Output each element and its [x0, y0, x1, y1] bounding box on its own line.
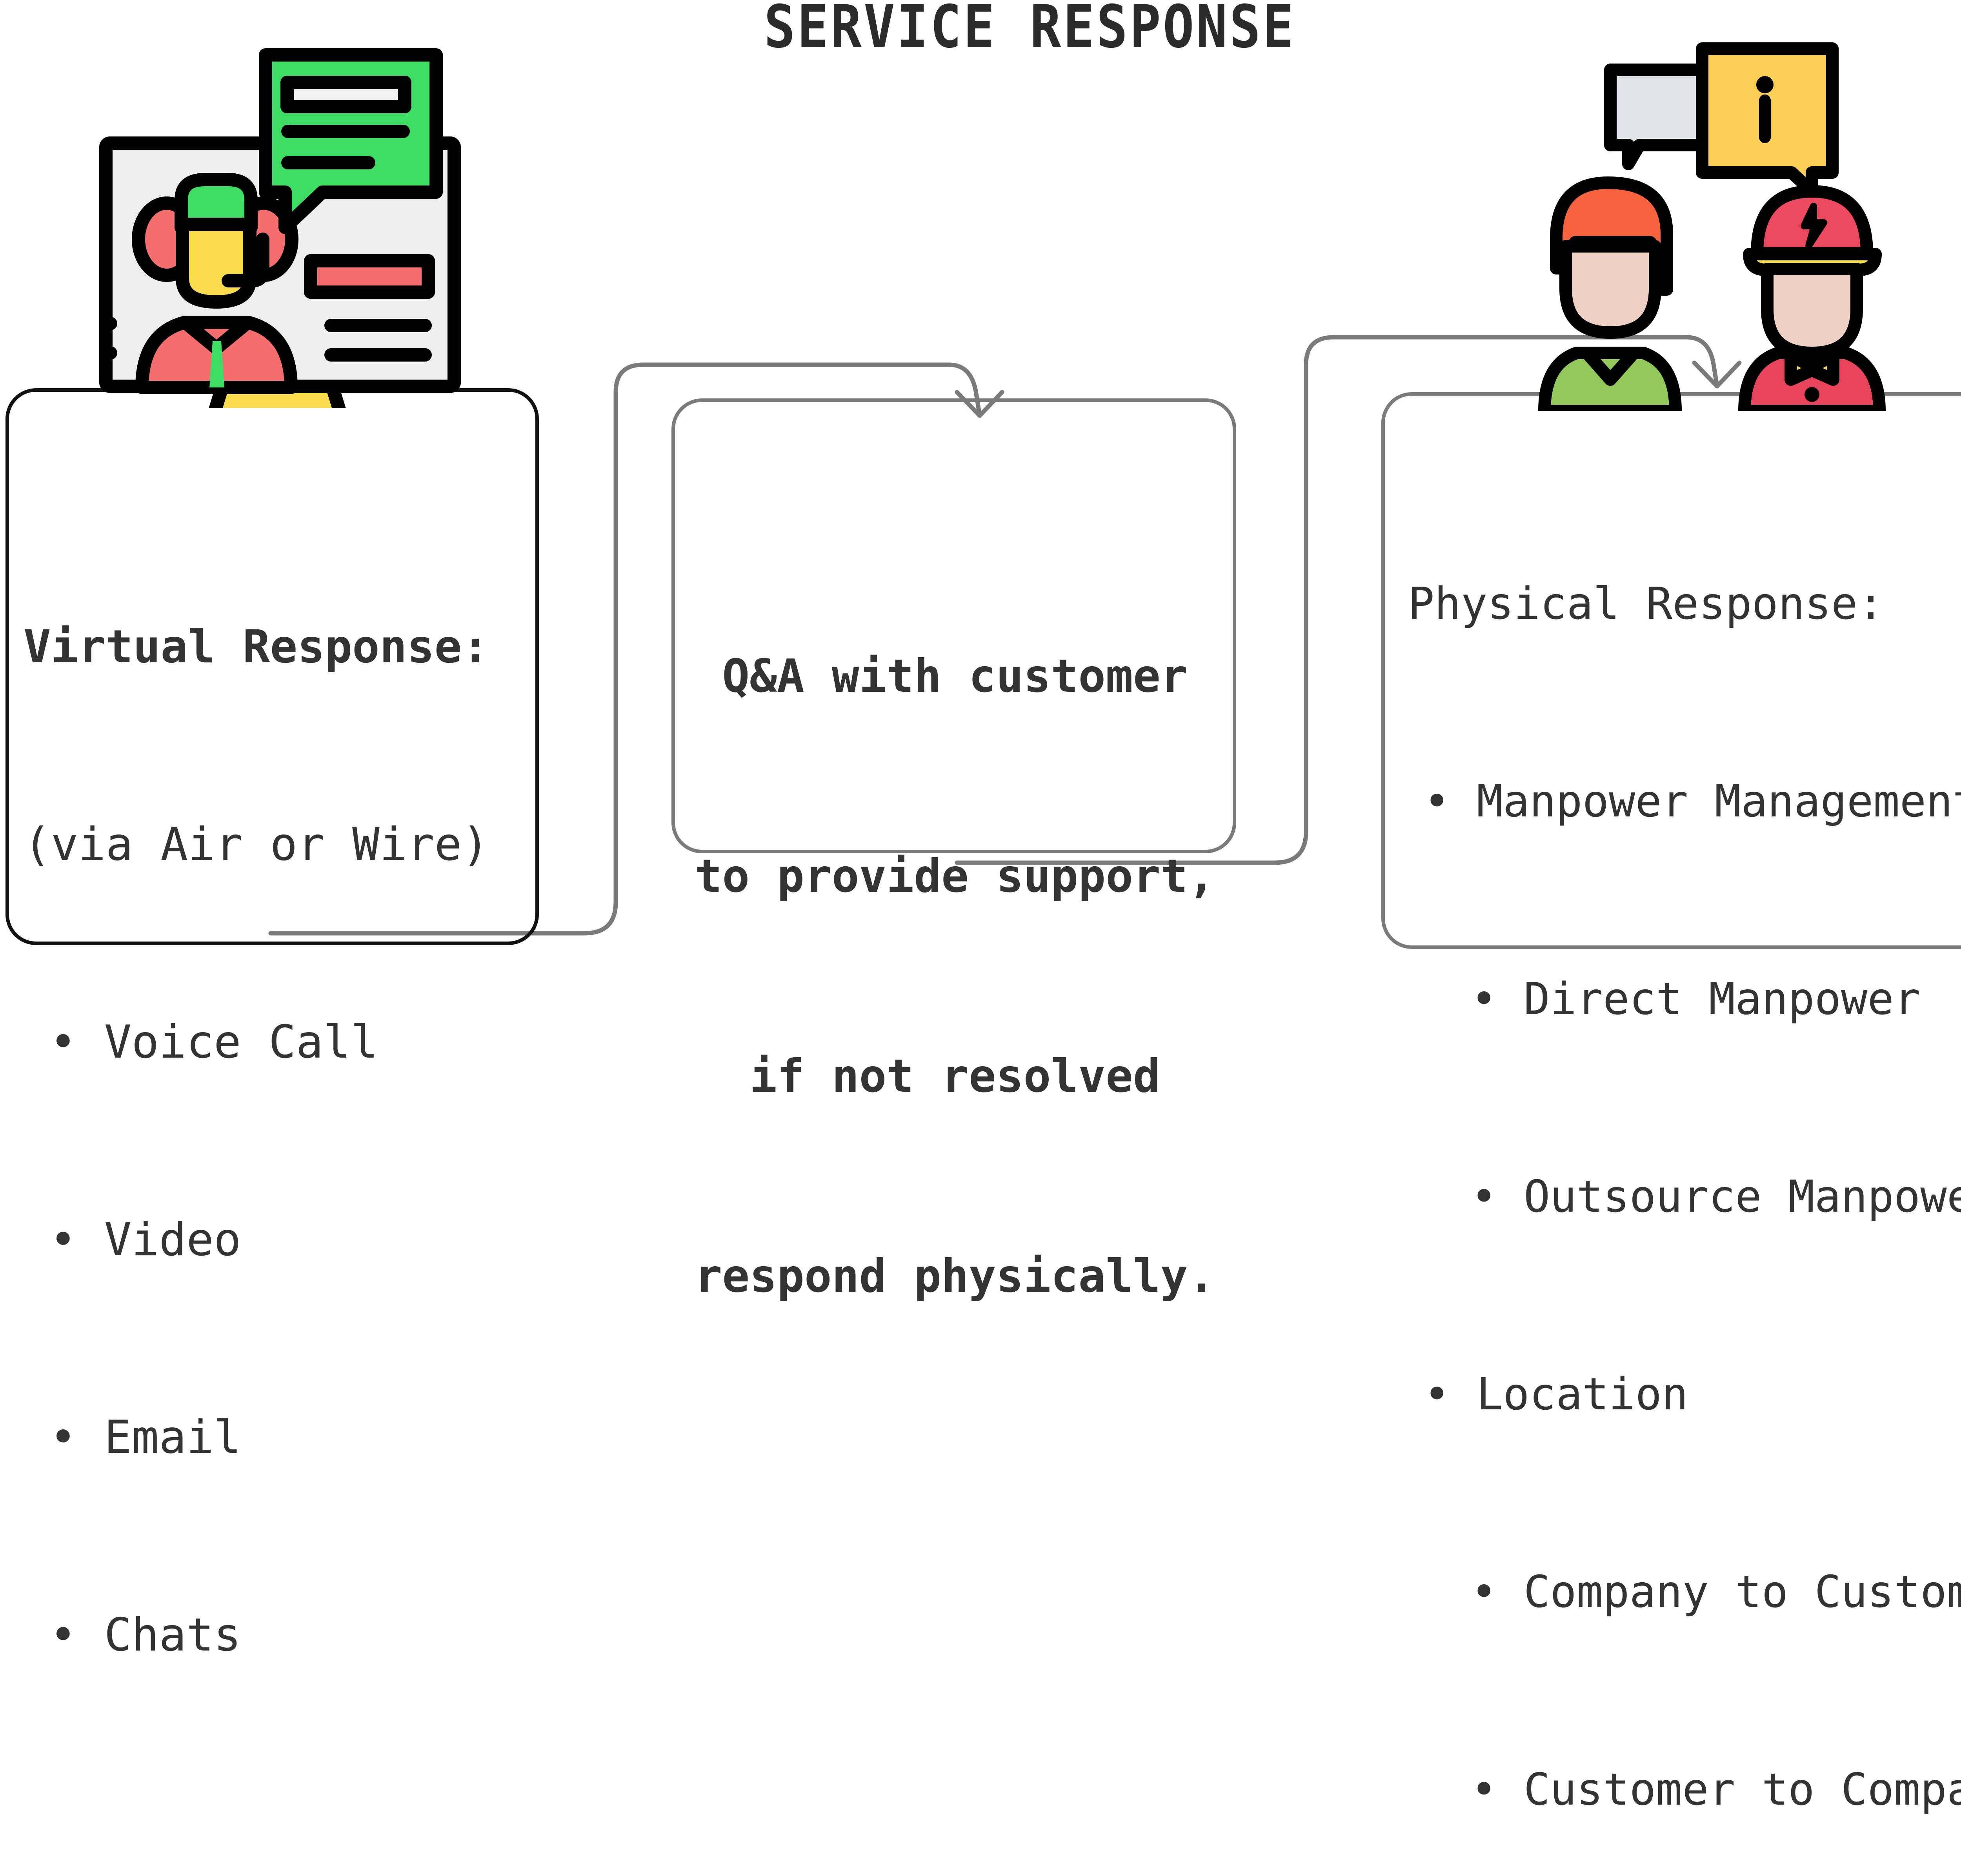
list-item: • Company to Customer	[1471, 1567, 1961, 1618]
page-title: SERVICE RESPONSE	[764, 0, 1296, 61]
list-item: • Video	[49, 1213, 241, 1266]
virtual-response-heading: Virtual Response:	[24, 620, 489, 673]
agent-hair	[175, 173, 258, 234]
technician-button	[1805, 387, 1819, 402]
customer-hair	[1550, 176, 1673, 296]
agent-face	[176, 218, 256, 309]
customer-collar	[1581, 347, 1640, 386]
list-item: • Email	[49, 1411, 241, 1464]
virtual-response-text: Virtual Response: (via Air or Wire) • Vo…	[24, 482, 522, 1800]
screen-red-bar	[304, 254, 435, 299]
qa-line: to provide support,	[695, 850, 1215, 903]
customer-and-technician-icon	[1538, 42, 1886, 411]
list-item: • Manpower Management	[1424, 776, 1961, 827]
headset-mic	[222, 233, 269, 287]
list-item: • Outsource Manpower	[1471, 1171, 1961, 1222]
qa-line: respond physically.	[695, 1250, 1215, 1303]
qa-line: if not resolved	[749, 1050, 1161, 1103]
gray-speech-bubble	[1604, 64, 1712, 170]
diagram-canvas: SERVICE RESPONSE Virtual Response: (via …	[5, 0, 1961, 1815]
physical-response-heading: Physical Response:	[1408, 578, 1884, 629]
virtual-response-subheading: (via Air or Wire)	[24, 818, 489, 871]
technician-face	[1761, 263, 1863, 359]
technician-shirt	[1738, 347, 1886, 411]
customer-face	[1559, 240, 1661, 339]
agent-tie	[209, 341, 224, 387]
chat-bubble-field	[280, 76, 411, 113]
card-qa-support	[671, 398, 1236, 853]
qa-line: Q&A with customer	[722, 650, 1188, 703]
physical-response-text: Physical Response: • Manpower Management…	[1408, 439, 1961, 1876]
qa-support-text: Q&A with customer to provide support, if…	[682, 510, 1228, 1443]
support-agent-on-monitor-icon	[99, 48, 461, 408]
list-item: • Direct Manpower	[1471, 974, 1921, 1025]
list-item: • Chats	[49, 1609, 241, 1661]
list-item: • Customer to Company	[1471, 1764, 1961, 1815]
technician-bolt	[1801, 203, 1827, 249]
technician-bowtie	[1785, 350, 1839, 386]
info-glyph-dot	[1756, 76, 1774, 93]
list-item: • Voice Call	[49, 1016, 378, 1069]
list-item: • Location	[1424, 1369, 1688, 1420]
